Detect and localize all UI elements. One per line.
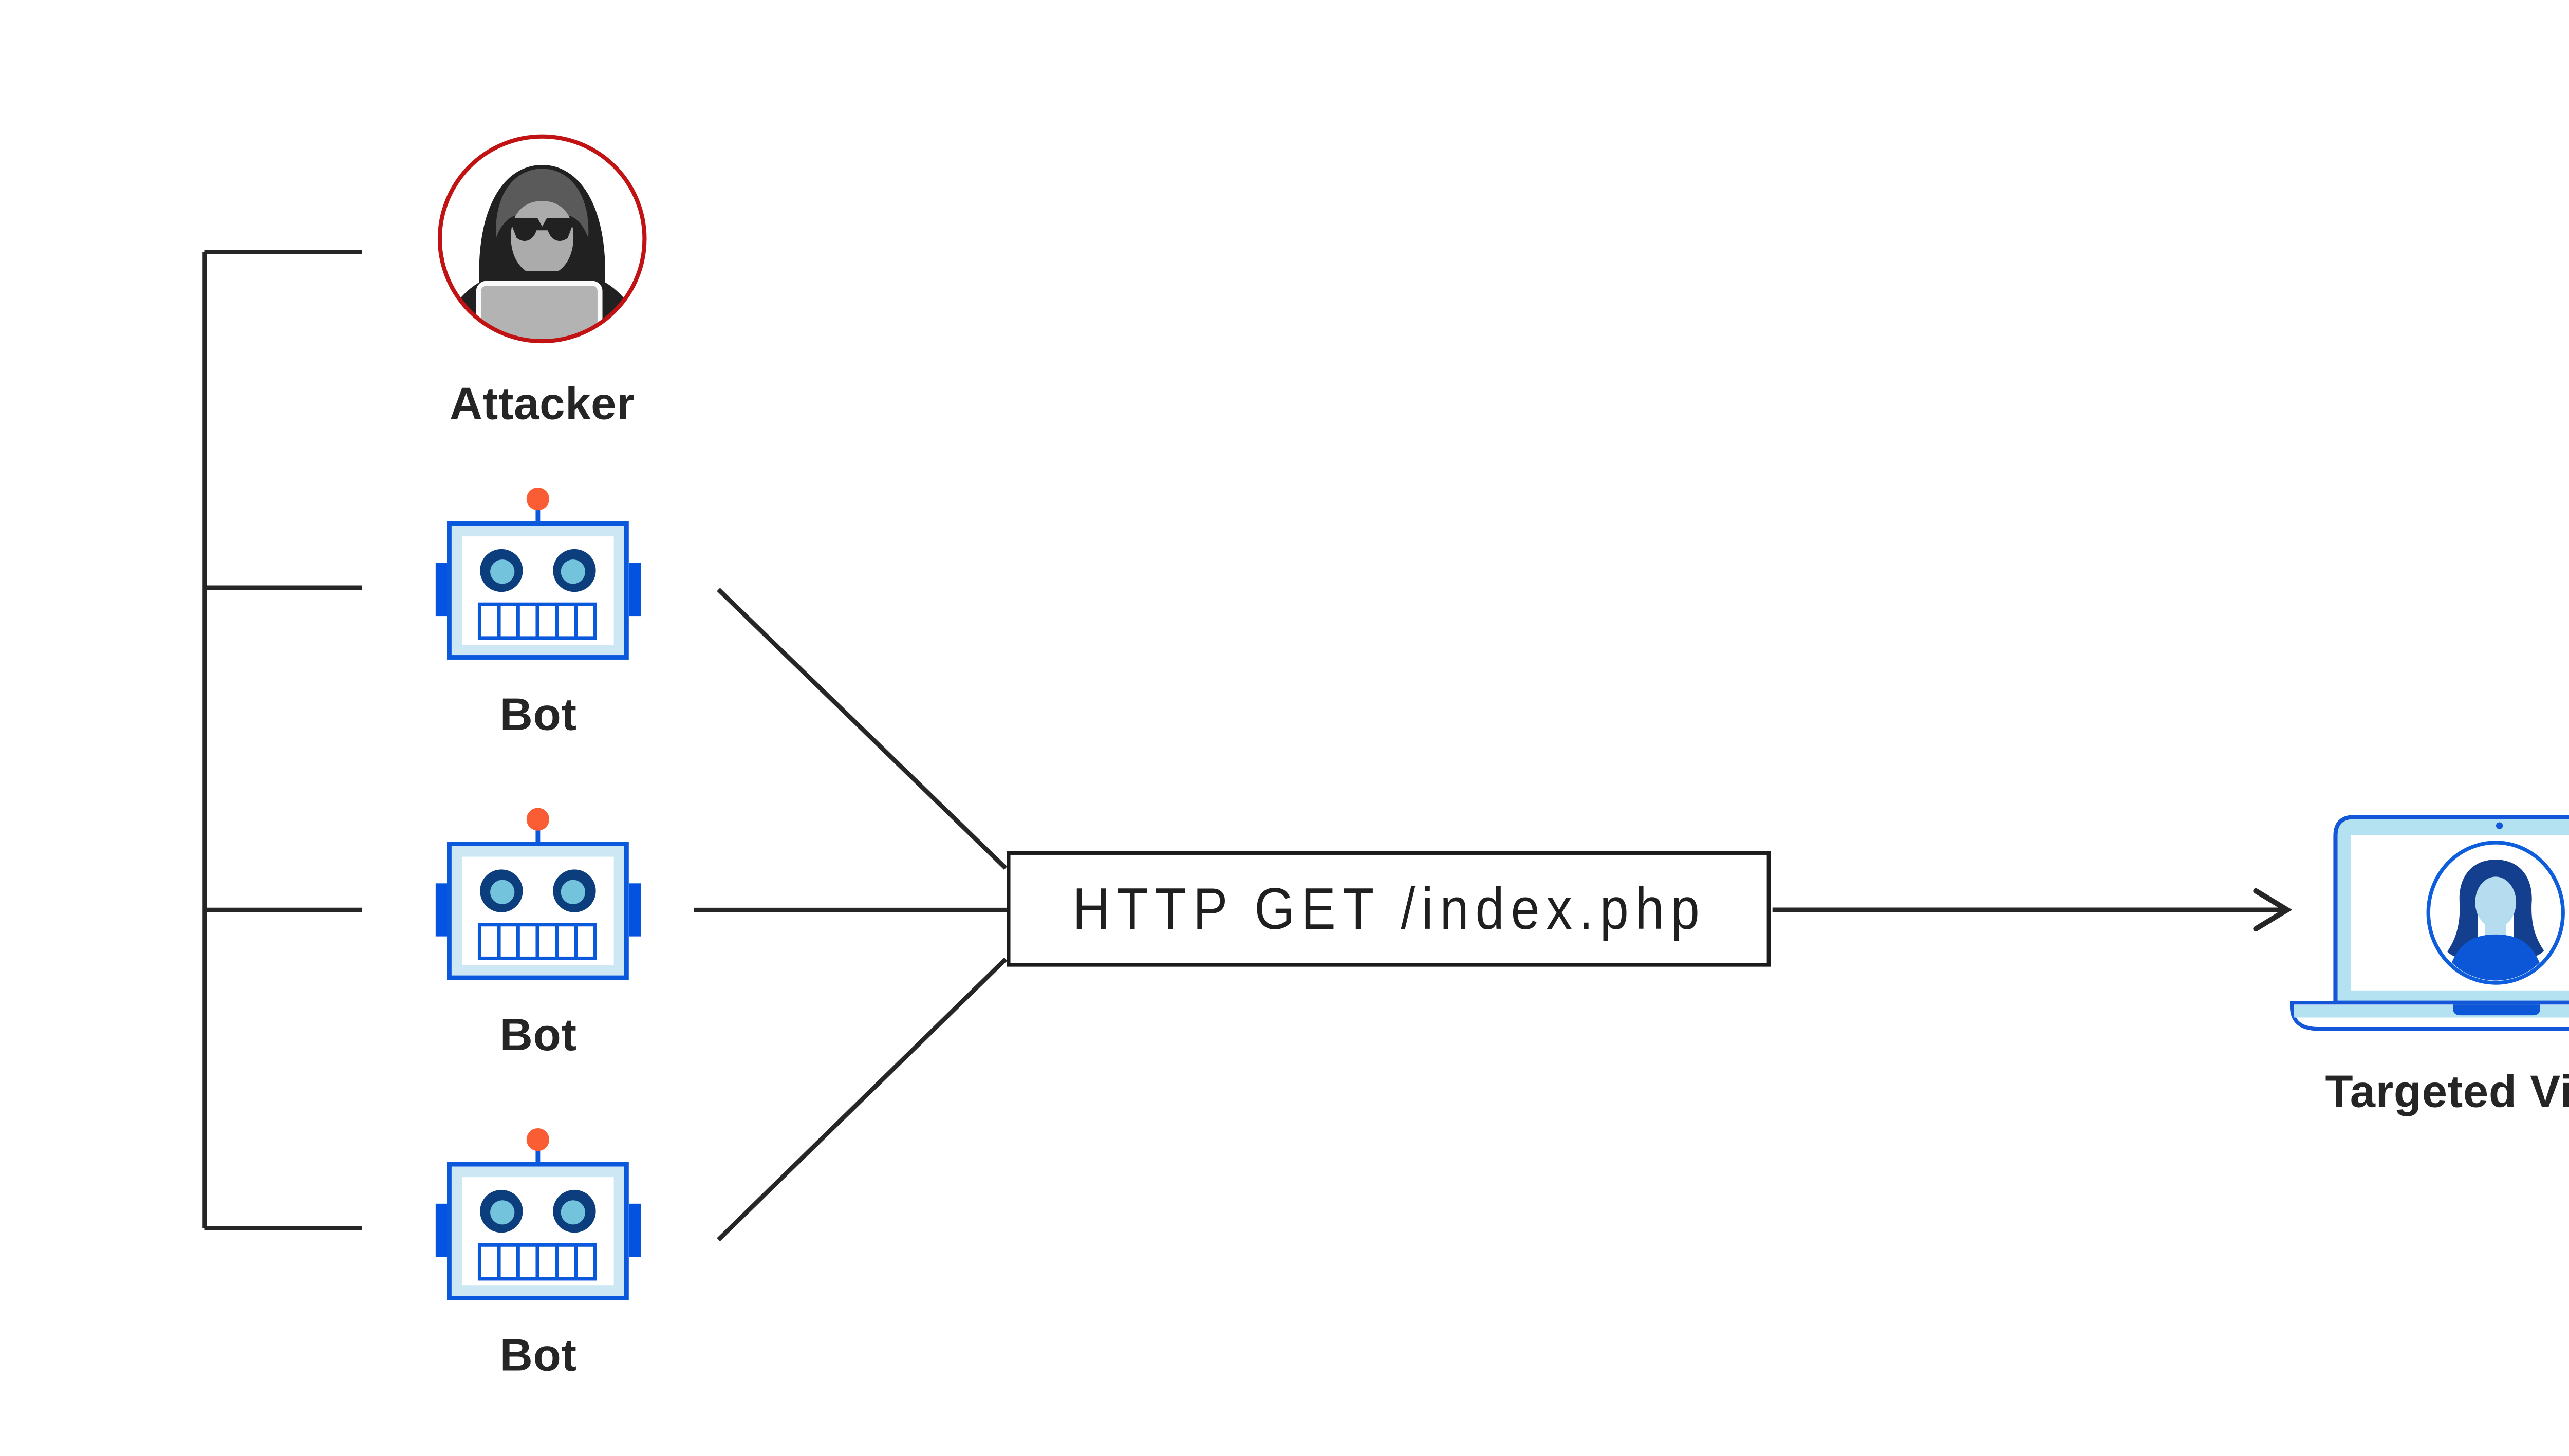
bot-left-ear	[435, 1203, 448, 1257]
bot-mouth	[477, 1243, 598, 1281]
bot-label-1: Bot	[499, 689, 577, 741]
bot-left-ear	[435, 563, 448, 617]
bot-left-ear	[435, 883, 448, 937]
arrowhead-icon	[2253, 888, 2293, 932]
hooded-hacker-icon	[437, 134, 647, 344]
bot-node-1	[434, 486, 643, 660]
bot-right-ear	[629, 883, 641, 937]
attacker-ring	[437, 134, 647, 344]
bot-node-3	[434, 1126, 643, 1300]
bot-mouth	[477, 602, 598, 640]
bot-label-3: Bot	[499, 1331, 577, 1382]
bot3-to-box-line	[717, 957, 1008, 1242]
laptop-notch	[2453, 1004, 2540, 1016]
victim-avatar-icon	[2446, 860, 2545, 981]
bot-left-pupil	[490, 559, 515, 584]
attacker-laptop	[476, 281, 603, 340]
bot-left-pupil	[490, 880, 515, 904]
robot-icon	[435, 1128, 641, 1300]
bot-right-pupil	[561, 880, 585, 904]
http-request-label: HTTP GET /index.php	[1071, 874, 1706, 941]
antenna-dot	[526, 808, 550, 831]
bot-right-pupil	[561, 1200, 585, 1225]
victim-hair	[2447, 860, 2544, 958]
robot-icon	[435, 487, 641, 660]
victim-label: Targeted Victim	[2325, 1067, 2569, 1118]
laptop-user-icon	[2289, 815, 2569, 1031]
bot-node-2	[434, 806, 643, 980]
bot-mouth	[477, 923, 598, 960]
bot-right-ear	[629, 1203, 641, 1257]
attacker-label: Attacker	[450, 379, 635, 431]
bot-left-pupil	[490, 1200, 515, 1225]
sunglasses-icon	[509, 218, 575, 241]
bot1-to-box-line	[717, 588, 1008, 870]
bot-label-2: Bot	[499, 1010, 577, 1062]
bot-right-ear	[629, 563, 641, 617]
robot-icon	[435, 808, 641, 980]
antenna-dot	[526, 487, 550, 511]
attacker-node	[432, 129, 652, 349]
webcam-dot-icon	[2496, 822, 2503, 829]
victim-node	[2289, 815, 2569, 1031]
http-request-box: HTTP GET /index.php	[1007, 851, 1771, 967]
antenna-dot	[526, 1128, 550, 1151]
victim-face	[2475, 876, 2517, 928]
bot-right-pupil	[561, 559, 585, 584]
botnet-bracket-line	[202, 250, 362, 1231]
victim-shirt	[2446, 934, 2545, 981]
